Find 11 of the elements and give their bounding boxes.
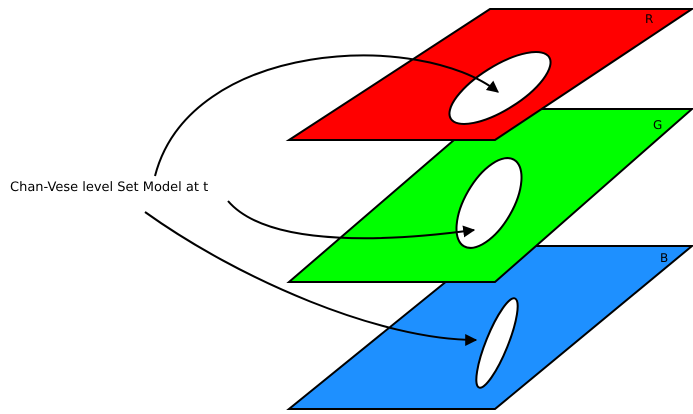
arrow (154, 54, 500, 176)
color-plane (288, 245, 693, 410)
channel-label: R (645, 12, 654, 26)
region-contour (456, 157, 522, 249)
arrow (227, 200, 476, 240)
channel-label: G (653, 118, 662, 132)
channel-label: B (660, 251, 668, 265)
region-contour (475, 297, 519, 389)
model-label: Chan-Vese level Set Model at t (10, 180, 208, 196)
region-contour (448, 51, 552, 125)
arrow (144, 211, 478, 346)
